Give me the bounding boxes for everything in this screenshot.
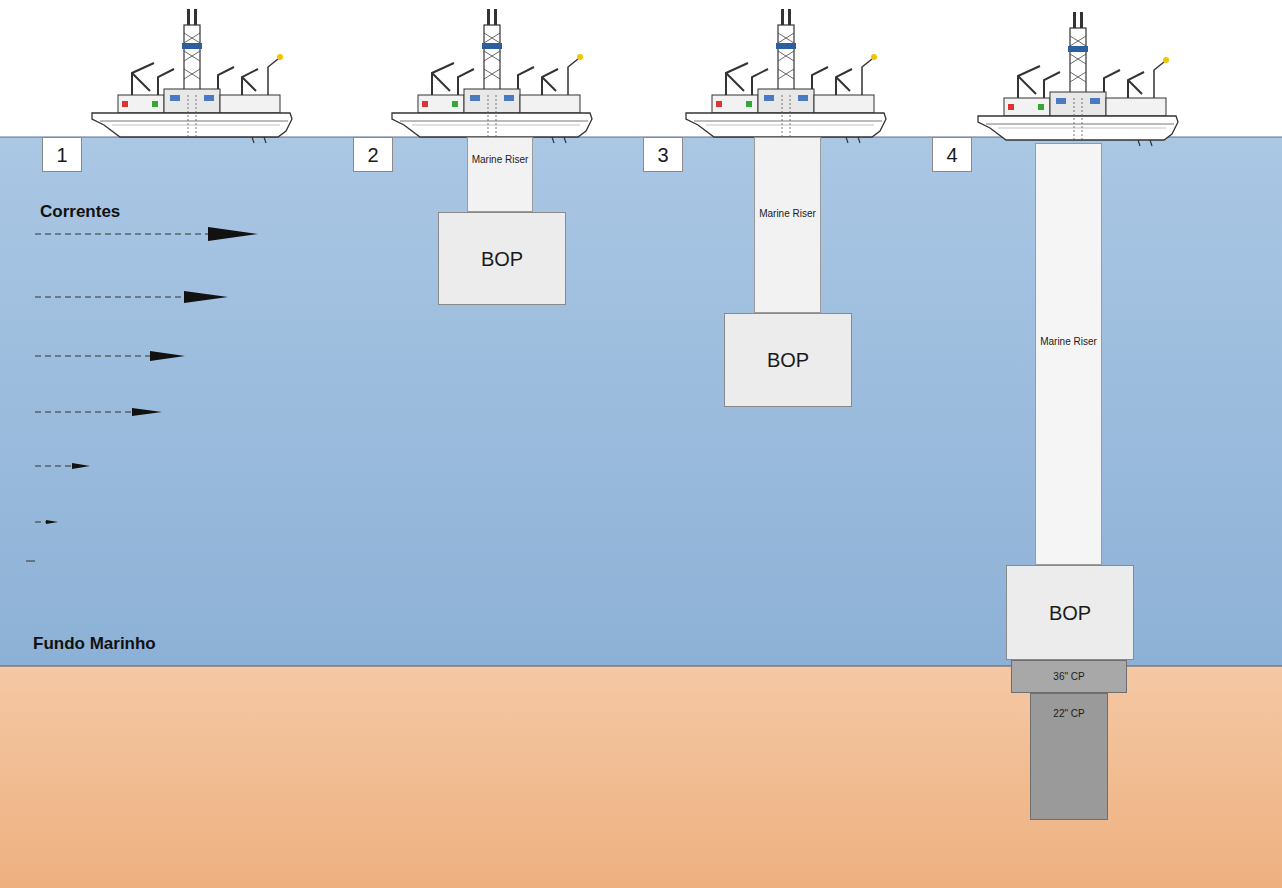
node-text: BOP — [481, 247, 523, 271]
marine-riser: Marine Riser — [754, 137, 821, 313]
bop-stack: BOP — [438, 212, 566, 305]
node-text: BOP — [1049, 601, 1091, 625]
node-text: Marine Riser — [759, 208, 816, 220]
bop-stack: BOP — [724, 313, 852, 407]
node-text: 3 — [657, 143, 668, 167]
drillship — [978, 12, 1178, 146]
node-text: 36" CP — [1053, 671, 1084, 683]
bop-stack: BOP — [1006, 565, 1134, 660]
current-arrowheads — [46, 227, 258, 524]
current-arrows — [26, 234, 212, 561]
drillship — [686, 9, 886, 143]
surface-casing: 22" CP — [1030, 693, 1108, 820]
marine-riser: Marine Riser — [1035, 143, 1102, 565]
conductor-casing: 36" CP — [1011, 660, 1127, 693]
node-text: 22" CP — [1053, 708, 1084, 720]
node-text: Marine Riser — [472, 154, 529, 166]
seabed-soil — [0, 666, 1282, 888]
node-text: 4 — [946, 143, 957, 167]
callout-box: 1 — [42, 137, 82, 172]
seabed-label: Fundo Marinho — [33, 634, 156, 654]
drillship — [392, 9, 592, 143]
node-text: BOP — [767, 348, 809, 372]
callout-box: 3 — [643, 137, 683, 172]
marine-riser: Marine Riser — [467, 137, 533, 212]
node-text: 1 — [56, 143, 67, 167]
currents-label: Correntes — [40, 202, 120, 222]
drillship — [92, 9, 292, 143]
callout-box: 4 — [932, 137, 972, 172]
sea — [0, 137, 1282, 666]
node-text: 2 — [367, 143, 378, 167]
node-text: Marine Riser — [1040, 336, 1097, 348]
callout-box: 2 — [353, 137, 393, 172]
